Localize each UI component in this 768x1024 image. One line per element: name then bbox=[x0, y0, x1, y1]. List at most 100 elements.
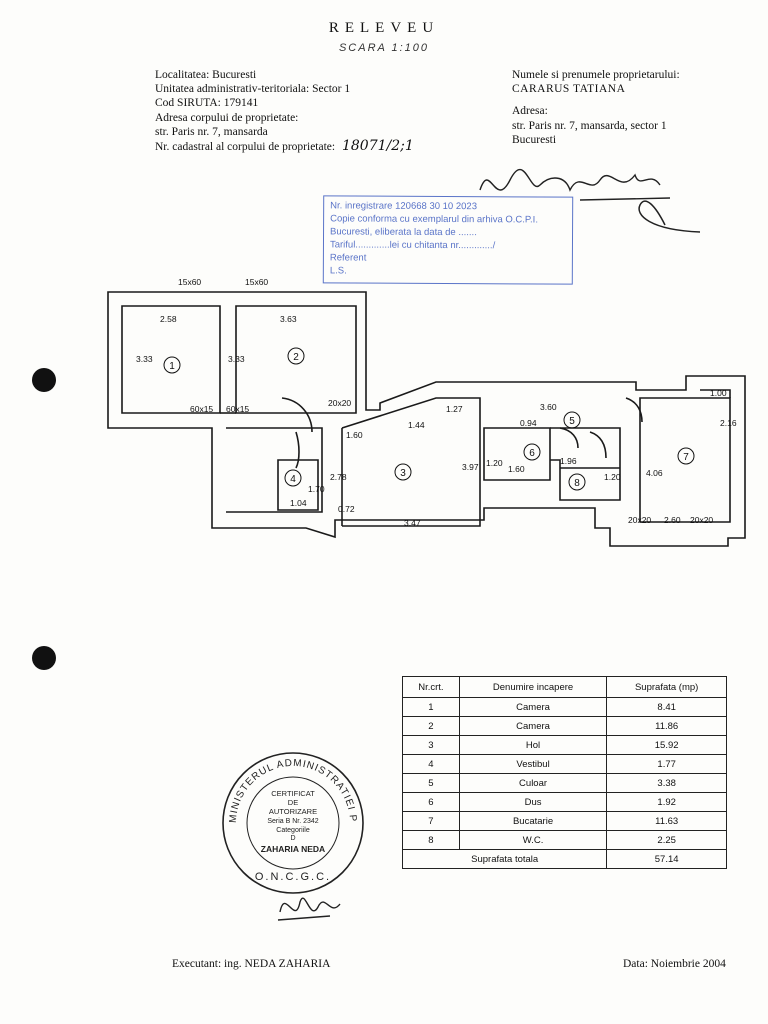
cadastral-number: Nr. cadastral al corpului de proprietate… bbox=[155, 139, 495, 154]
cell-nr: 8 bbox=[402, 830, 460, 850]
dim-30: 20x20 bbox=[690, 515, 713, 525]
cadastral-label: Nr. cadastral al corpului de proprietate… bbox=[155, 141, 336, 154]
dim-19: 2.78 bbox=[330, 472, 347, 482]
room-number-2: 2 bbox=[293, 352, 299, 363]
dim-3: 2.58 bbox=[160, 314, 177, 324]
cell-nr: 5 bbox=[402, 773, 460, 793]
col-header-name: Denumire incapere bbox=[458, 676, 608, 698]
administrative-unit: Unitatea administrativ-teritoriala: Sect… bbox=[155, 83, 351, 96]
owner-label: Numele si prenumele proprietarului: bbox=[512, 69, 680, 81]
dim-28: 20x20 bbox=[628, 515, 651, 525]
room-number-1: 1 bbox=[169, 361, 175, 372]
locality: Localitatea: Bucuresti bbox=[155, 69, 257, 81]
col-header-nr: Nr.crt. bbox=[402, 676, 460, 698]
total-value: 57.14 bbox=[606, 849, 727, 869]
cell-name: Bucatarie bbox=[458, 811, 608, 831]
dim-25: 1.96 bbox=[560, 456, 577, 466]
executant-signature bbox=[277, 897, 341, 921]
dim-8: 60x15 bbox=[226, 404, 249, 414]
table-header-row: Nr.crt. Denumire incapere Suprafata (mp) bbox=[402, 676, 727, 698]
col-header-area: Suprafata (mp) bbox=[606, 676, 727, 698]
property-address-label: Adresa corpului de proprietate: bbox=[155, 111, 299, 124]
official-seal: MINISTERUL ADMINISTRATIEI PUBLICE CERTIF… bbox=[218, 748, 364, 894]
dim-27: 4.06 bbox=[646, 468, 663, 478]
cell-name: Vestibul bbox=[458, 754, 608, 774]
dim-29: 2.60 bbox=[664, 515, 681, 525]
dim-9: 20x20 bbox=[328, 398, 351, 408]
dim-13: 3.60 bbox=[540, 402, 557, 412]
rooms-table: Nr.crt. Denumire incapere Suprafata (mp)… bbox=[401, 676, 727, 869]
siruta-code: Cod SIRUTA: 179141 bbox=[155, 97, 259, 110]
cell-name: Camera bbox=[458, 716, 608, 736]
seal-name: ZAHARIA NEDA bbox=[261, 844, 325, 854]
cell-name: Hol bbox=[458, 735, 608, 755]
room-number-4: 4 bbox=[290, 474, 296, 485]
owner-info: Numele si prenumele proprietarului: CARA… bbox=[512, 68, 752, 147]
room-number-8: 8 bbox=[574, 478, 580, 489]
cell-area: 3.38 bbox=[606, 773, 727, 793]
dim-10: 1.60 bbox=[346, 430, 363, 440]
scale-label: SCARA 1:100 bbox=[338, 42, 430, 54]
seal-line-5: Categoriile bbox=[276, 827, 310, 834]
owner-name: CARARUS TATIANA bbox=[512, 83, 626, 96]
owner-address-line2: Bucuresti bbox=[512, 133, 557, 146]
dim-16: 2.16 bbox=[720, 418, 737, 428]
cell-nr: 6 bbox=[402, 792, 460, 812]
dim-22: 3.97 bbox=[462, 462, 479, 472]
dim-21: 3.47 bbox=[404, 518, 421, 528]
cell-area: 1.77 bbox=[606, 754, 727, 774]
cell-nr: 3 bbox=[402, 735, 460, 755]
room-number-5: 5 bbox=[569, 416, 575, 427]
table-total-row: Suprafata totala 57.14 bbox=[401, 849, 727, 869]
dim-11: 1.44 bbox=[408, 420, 425, 430]
dim-18: 1.04 bbox=[290, 498, 307, 508]
seal-line-2: DE bbox=[288, 798, 298, 807]
dim-4: 3.63 bbox=[280, 314, 297, 324]
floor-plan: 15x60 15x60 2.58 3.63 3.33 3.33 60x15 60… bbox=[107, 277, 746, 547]
room-number-7: 7 bbox=[683, 452, 689, 463]
dim-6: 3.33 bbox=[228, 354, 245, 364]
cell-name: Camera bbox=[458, 697, 608, 717]
dim-5: 3.33 bbox=[136, 354, 153, 364]
cell-area: 1.92 bbox=[606, 792, 727, 812]
cell-nr: 1 bbox=[402, 697, 460, 717]
cell-area: 11.63 bbox=[606, 811, 727, 831]
dim-15: 1.00 bbox=[710, 388, 727, 398]
executant-label: Executant: ing. NEDA ZAHARIA bbox=[172, 958, 331, 970]
document-date: Data: Noiembrie 2004 bbox=[623, 958, 726, 970]
dim-12: 1.27 bbox=[446, 404, 463, 414]
punch-hole-bottom bbox=[32, 646, 56, 670]
dim-1: 15x60 bbox=[178, 277, 201, 287]
cell-nr: 2 bbox=[402, 716, 460, 736]
dim-7: 60x15 bbox=[190, 404, 213, 414]
stamp-line-5: Referent bbox=[329, 252, 367, 264]
stamp-line-4: Tariful.............lei cu chitanta nr..… bbox=[329, 239, 496, 252]
cell-area: 11.86 bbox=[606, 716, 727, 736]
seal-bottom-text: O.N.C.G.C. bbox=[255, 871, 331, 883]
dim-26: 1.20 bbox=[604, 472, 621, 482]
cell-nr: 4 bbox=[402, 754, 460, 774]
cell-name: W.C. bbox=[458, 830, 608, 850]
dim-14: 0.94 bbox=[520, 418, 537, 428]
cell-area: 2.25 bbox=[606, 830, 727, 850]
property-address-value: str. Paris nr. 7, mansarda bbox=[155, 125, 268, 138]
room-number-6: 6 bbox=[529, 448, 535, 459]
signature-handwritten bbox=[479, 169, 701, 233]
cell-nr: 7 bbox=[402, 811, 460, 831]
cell-area: 8.41 bbox=[606, 697, 727, 717]
dim-2: 15x60 bbox=[245, 277, 268, 287]
property-info: Localitatea: Bucuresti Unitatea administ… bbox=[155, 68, 495, 154]
total-label: Suprafata totala bbox=[401, 849, 608, 869]
dim-20: 0.72 bbox=[338, 504, 355, 514]
seal-line-6: D bbox=[290, 835, 295, 842]
owner-address-label: Adresa: bbox=[512, 105, 548, 118]
room-number-3: 3 bbox=[400, 468, 406, 479]
dim-23: 1.20 bbox=[486, 458, 503, 468]
